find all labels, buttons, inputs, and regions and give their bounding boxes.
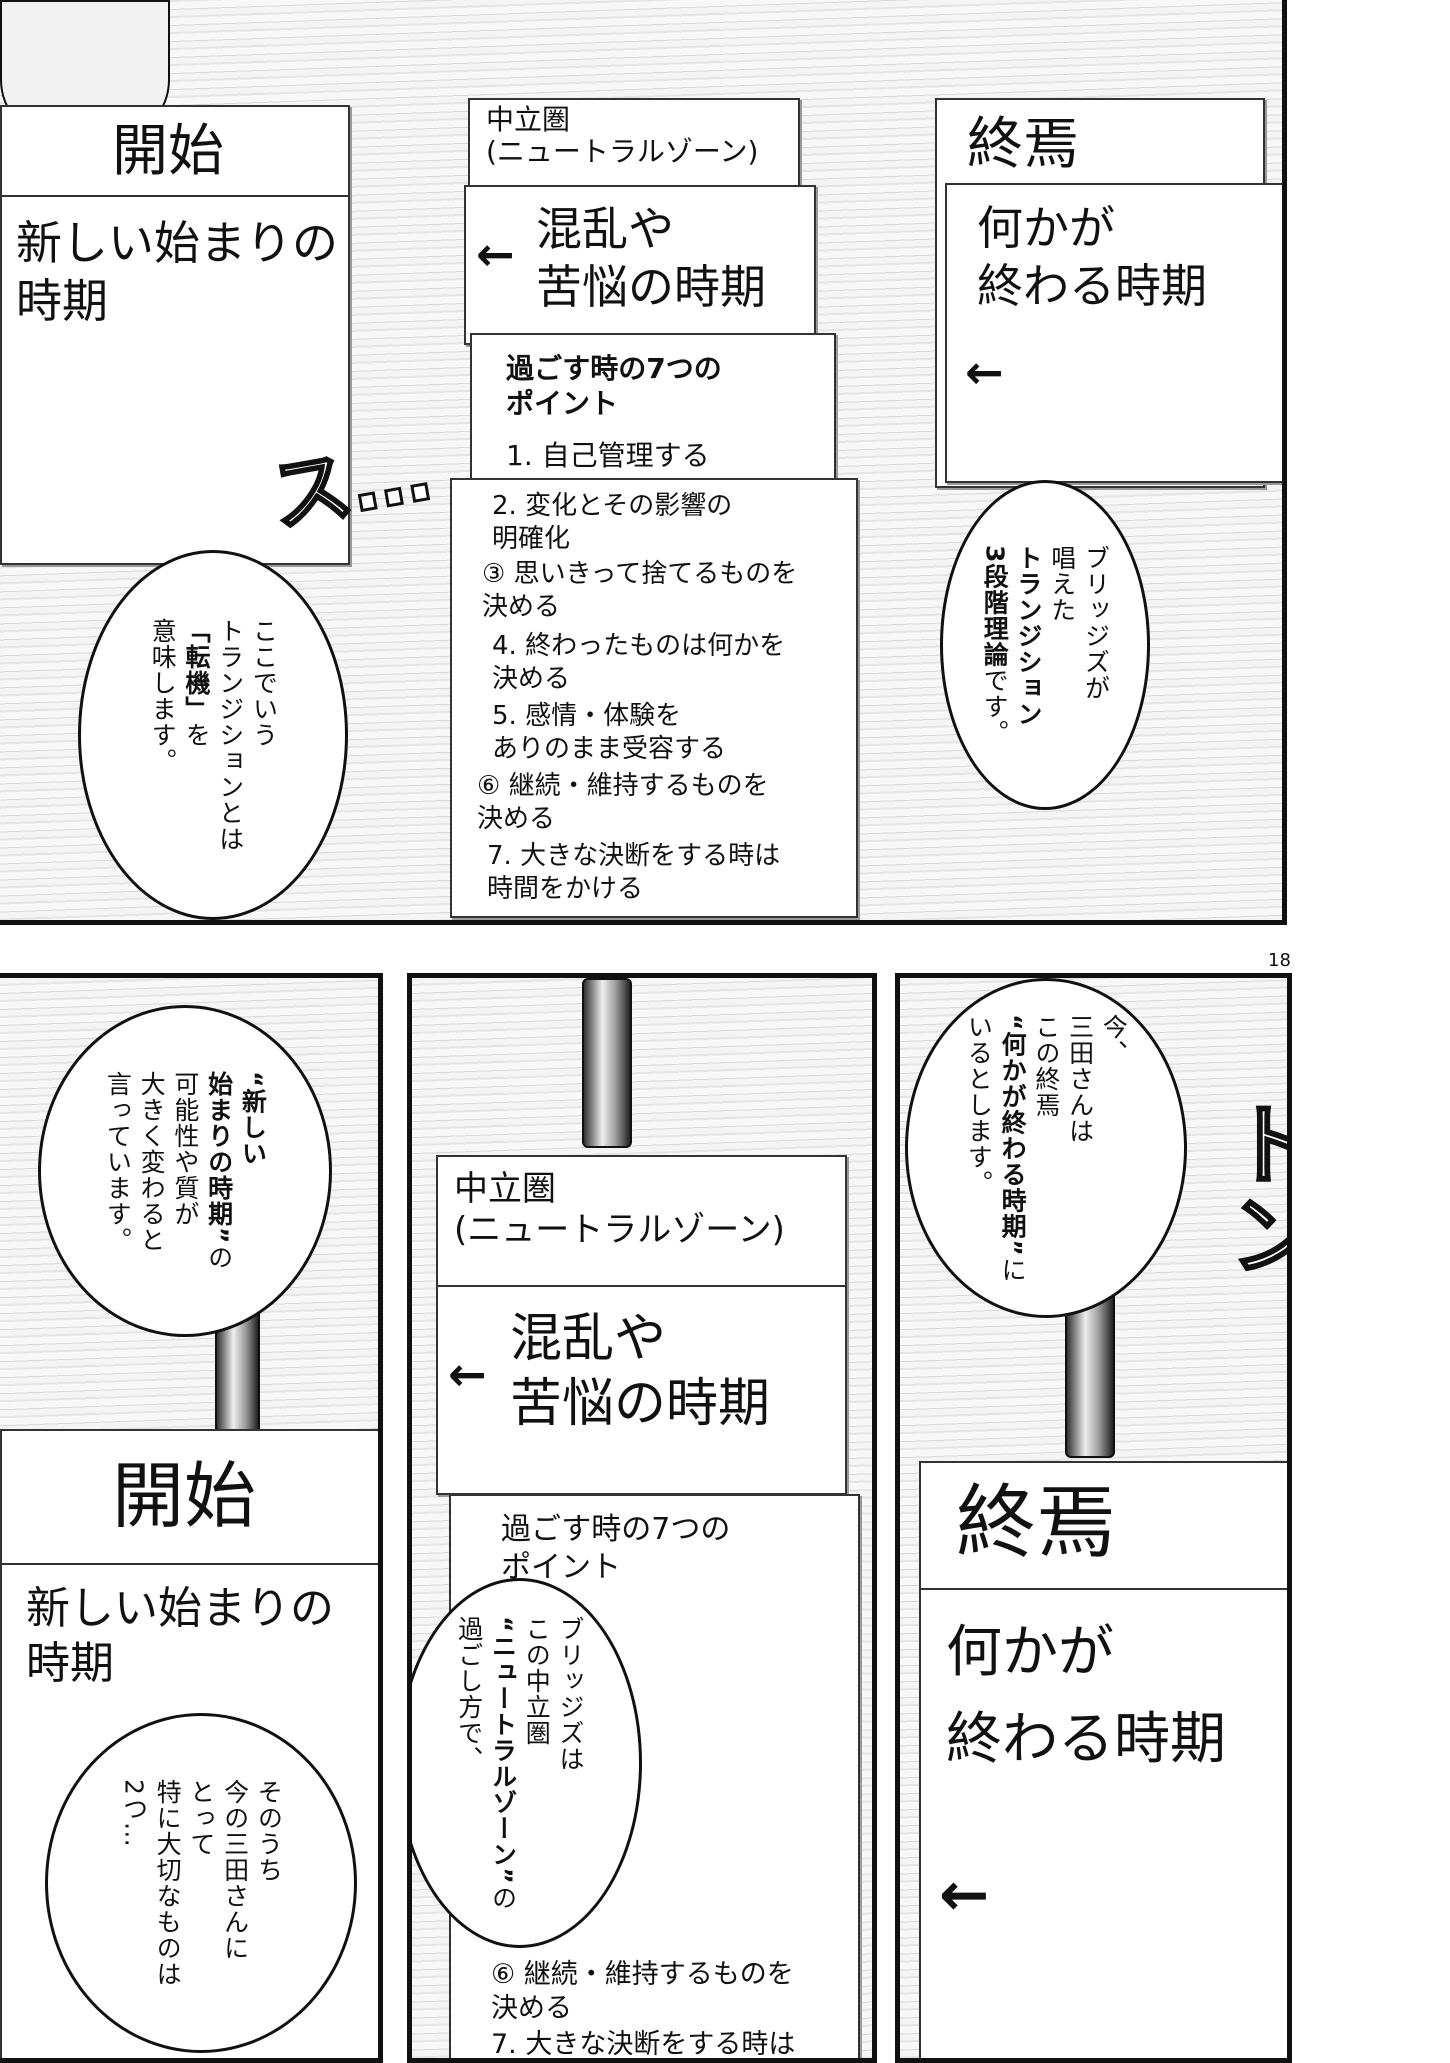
- speech-bubble-new-beginning: “新しい 始まりの時期”の 可能性や質が 大きく変わると 言っています。: [38, 1005, 332, 1337]
- card-points-list: 2. 変化とその影響の 明確化 ③ 思いきって捨てるものを 決める 4. 終わっ…: [450, 478, 858, 918]
- speech-bubble-transition-meaning: ここでいう トランジションとは 「転機」を 意味します。: [78, 550, 348, 920]
- arrow-left-icon: ←: [476, 227, 515, 281]
- arrow-left-icon: ←: [965, 345, 1004, 399]
- card-start-body: 新しい始まりの 時期: [0, 195, 350, 565]
- speech-bubble-two-points: そのうち 今の三田さんに とって 特に大切なものは 2つ…: [45, 1713, 357, 2053]
- speech-bubble-neutral-zone: ブリッジズは この中立圏 “ニュートラルゾーン”の 過ごし方で、: [412, 1578, 642, 1948]
- page-number: 18: [1268, 950, 1291, 971]
- sfx-ton: トン: [1212, 1097, 1292, 1280]
- speech-bubble-mita-end: 今、 三田さんは この終焉 “何かが終わる時期”に いるとします。: [905, 978, 1187, 1318]
- bottom-middle-panel: 中立圏 (ニュートラルゾーン) ← 混乱や 苦悩の時期 過ごす時の7つの ポイン…: [407, 973, 877, 2063]
- card-start-title: 開始: [0, 1429, 378, 1569]
- arrow-left-icon: ←: [448, 1347, 487, 1401]
- bottom-left-panel: 開始 新しい始まりの 時期 “新しい 始まりの時期”の 可能性や質が 大きく変わ…: [0, 973, 383, 2063]
- card-neutral-body: ← 混乱や 苦悩の時期: [464, 185, 816, 345]
- card-end-body: 何かが 終わる時期 ←: [945, 183, 1282, 483]
- top-panel: 開始 新しい始まりの 時期 終焉 何かが 終わる時期 ← 中立圏 (ニュートラル…: [0, 0, 1287, 925]
- arrow-left-icon: ←: [939, 1860, 990, 1930]
- card-neutral-title: 中立圏 (ニュートラルゾーン): [436, 1155, 847, 1295]
- pen: [582, 978, 632, 1148]
- card-end-body: 何かが 終わる時期 ←: [919, 1588, 1287, 2058]
- card-end-title: 終焉: [919, 1461, 1287, 1591]
- speech-bubble-bridges-theory: ブリッジズが 唱えた トランジション 3段階理論です。: [940, 480, 1150, 810]
- bottom-right-panel: 終焉 何かが 終わる時期 ← トン 今、 三田さんは この終焉 “何かが終わる時…: [895, 973, 1292, 2063]
- card-points-title: 過ごす時の7つの ポイント 1. 自己管理する: [470, 333, 836, 493]
- card-neutral-body: ← 混乱や 苦悩の時期: [436, 1285, 847, 1495]
